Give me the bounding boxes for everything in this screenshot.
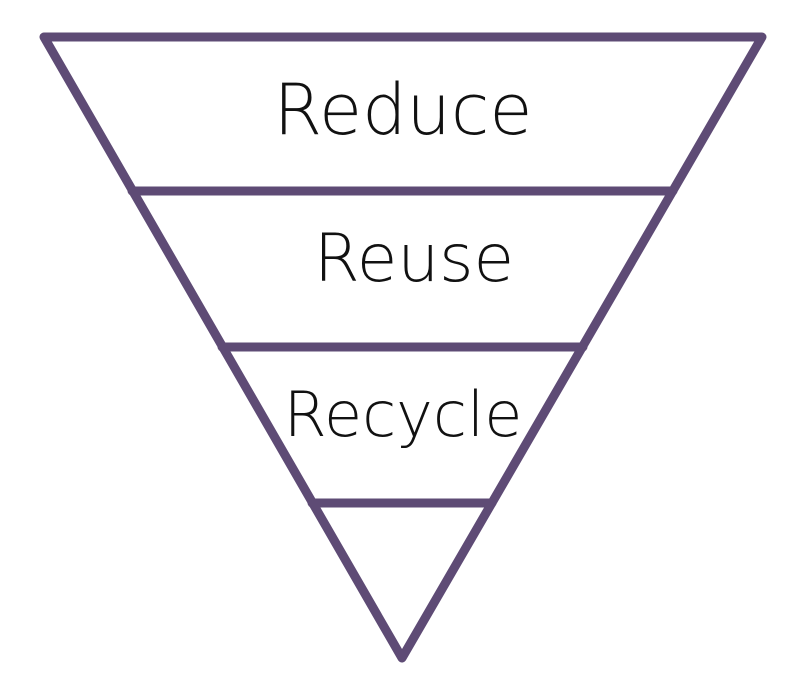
- tier-label-reduce: Reduce: [274, 69, 533, 151]
- tier-label-reuse: Reuse: [314, 220, 514, 297]
- tier-label-recycle: Recycle: [284, 378, 523, 451]
